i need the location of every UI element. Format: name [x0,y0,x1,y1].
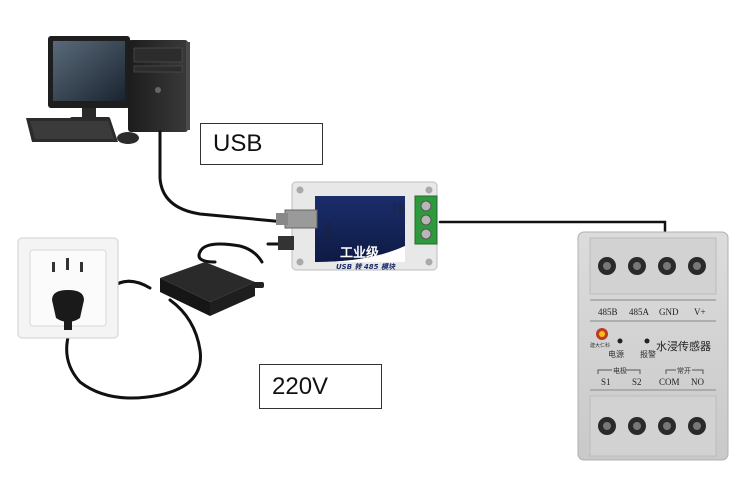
wall-outlet [17,237,119,339]
sensor-terminal-485a: 485A [629,307,650,317]
usb-label: USB [200,123,323,165]
power-adapter-icon [160,262,264,316]
sensor-logo-text: 建大仁科 [590,342,610,349]
power-led [617,338,623,344]
usb-485-converter: USB 485A 485B 工业级 USB 转 485 模块 [276,181,438,271]
pc-tower-icon [128,40,190,132]
mouse-icon [117,132,139,144]
sensor-terminal-no: NO [691,377,704,387]
converter-terminal-block [414,195,438,245]
power-220v-label: 220V [259,364,382,409]
rs485-cable [438,220,667,234]
desktop-computer [26,36,190,144]
sensor-terminal-485b: 485B [598,307,618,317]
sensor-terminal-vplus: V+ [694,307,706,317]
sensor-top-screws [598,257,706,275]
usb-cable [158,130,287,224]
sensor-terminal-gnd: GND [659,307,679,317]
power-plug-icon [52,290,84,330]
converter-subtitle: USB 转 485 模块 [336,262,396,271]
keyboard-icon [26,118,118,142]
alarm-led-label: 报警 [640,349,656,359]
alarm-led [644,338,650,344]
sensor-terminal-s1: S1 [601,377,611,387]
sensor-logo-icon [596,328,608,340]
sensor-product-name: 水浸传感器 [656,340,711,353]
ac-cord-loop [65,298,202,400]
sensor-bottom-screws [598,417,706,435]
converter-terminal-label-a: 485A [391,202,396,214]
converter-terminal-label-b: 485B [397,202,402,214]
adapter-dc-cable [197,242,264,264]
power-led-label: 电源 [608,349,624,359]
relay-group-label: 常开 [677,366,691,375]
converter-title: 工业级 [340,245,380,261]
monitor-icon [48,36,130,122]
electrode-group-label: 电极 [613,366,627,375]
sensor-terminal-s2: S2 [632,377,642,387]
sensor-terminal-com: COM [659,377,680,387]
converter-port-label: USB [323,222,332,238]
water-sensor-device: 485B 485A GND V+ 建大仁科 电源 报警 水浸传感器 电极 常开 … [577,231,729,461]
